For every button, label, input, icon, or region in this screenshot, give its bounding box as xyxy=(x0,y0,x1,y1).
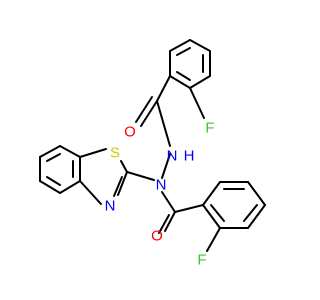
atom-f-top: F xyxy=(205,120,214,137)
bond-carbonyl-o-top-1 xyxy=(140,100,158,127)
top-benzene-ring xyxy=(169,39,211,89)
bond-n-to-carbonyl-bottom xyxy=(161,191,176,213)
bond-ring-to-carbonyl-top xyxy=(156,75,171,102)
molecule-structure-diagram: O F N H S N N O F xyxy=(39,39,266,269)
atom-n-hydrazide: N xyxy=(156,177,167,194)
atom-s-thiazole: S xyxy=(110,145,120,162)
atom-o-bottom: O xyxy=(151,228,163,245)
atom-h-nh: H xyxy=(184,148,195,165)
atom-f-bottom: F xyxy=(197,252,206,269)
bond-carbonyl-o-bottom-1 xyxy=(164,211,176,232)
atom-o-top: O xyxy=(124,124,136,141)
benzothiazole-group xyxy=(39,145,128,205)
atom-n-thiazole: N xyxy=(105,198,116,215)
molecule-canvas: O F N H S N N O F xyxy=(39,39,266,269)
bond-carbonyl-o-top-2 xyxy=(135,96,153,123)
bond-carbonyl-to-nh xyxy=(156,100,171,147)
bond-ring-to-f-bottom xyxy=(206,227,221,252)
atom-n-nh: N xyxy=(167,148,178,165)
bottom-benzene-ring xyxy=(202,181,266,229)
bond-carbonyl-to-ring-bottom xyxy=(174,204,204,213)
bond-thiazole-to-n xyxy=(126,171,155,181)
bond-nh-to-n xyxy=(161,153,171,179)
bond-carbonyl-o-bottom-2 xyxy=(158,214,170,234)
bond-ring-to-f-top xyxy=(189,87,205,119)
